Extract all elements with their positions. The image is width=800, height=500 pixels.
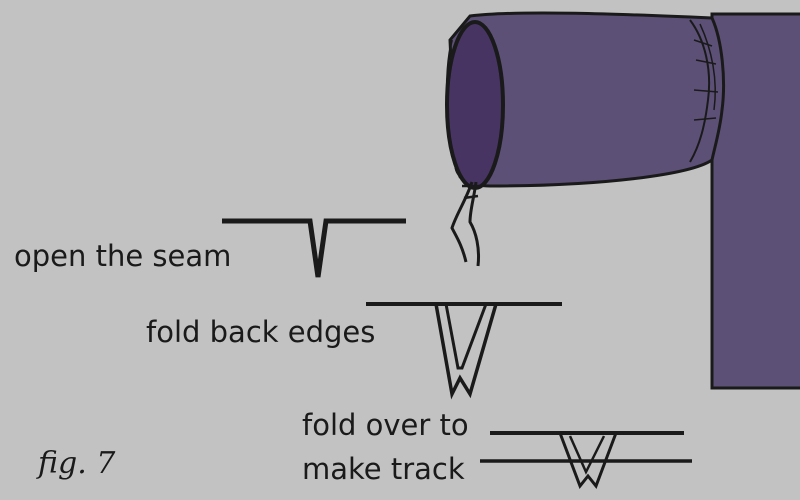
pouch-illustration (445, 11, 725, 267)
label-make-track: make track (302, 452, 465, 486)
pouch-gather (689, 19, 711, 163)
label-fold-over: fold over to (302, 408, 469, 442)
pouch-body (448, 11, 725, 188)
fabric-panel (710, 12, 800, 390)
open-seam-profile (222, 218, 406, 278)
figure-number: fig. 7 (38, 446, 116, 481)
label-open-seam: open the seam (14, 239, 232, 273)
folded-edges-profile (366, 302, 562, 400)
track-profile (480, 431, 692, 489)
label-fold-back: fold back edges (146, 315, 376, 349)
